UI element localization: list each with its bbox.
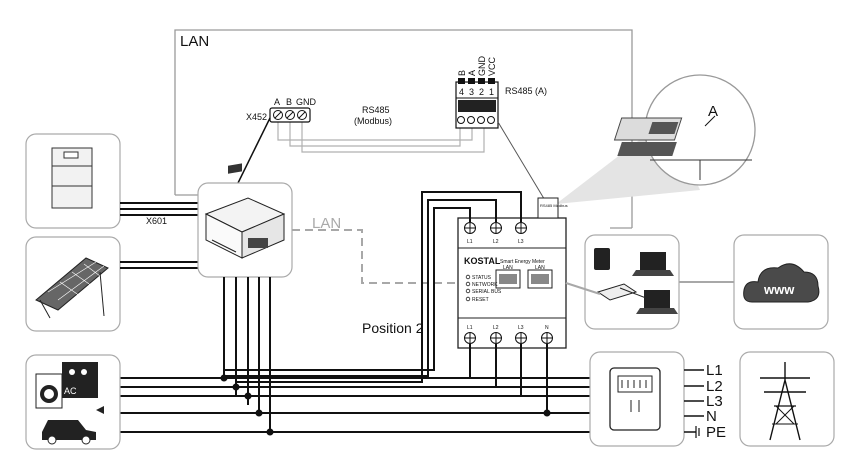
meter-top-wires bbox=[224, 191, 522, 383]
inverter-ac-lines bbox=[223, 277, 271, 432]
grid-line-stubs bbox=[684, 369, 704, 438]
meter-brand: KOSTAL bbox=[464, 256, 501, 266]
x452-terminal bbox=[269, 107, 311, 123]
term-num-4: 4 bbox=[459, 87, 464, 97]
lan-dashed-label: LAN bbox=[312, 215, 341, 232]
meter-led-status: STATUS bbox=[472, 275, 492, 281]
rs485-cable-sublabel: (Modbus) bbox=[354, 116, 392, 126]
meter-reset: RESET bbox=[472, 297, 489, 303]
smart-energy-meter bbox=[457, 217, 567, 349]
grid-label-l3: L3 bbox=[706, 393, 723, 410]
cloud-box bbox=[733, 234, 829, 330]
meter-port-lan-2: LAN bbox=[535, 265, 545, 271]
meter-bottom-n: N bbox=[545, 325, 549, 331]
x601-label: X601 bbox=[146, 216, 167, 226]
rs485-module bbox=[537, 197, 559, 219]
term-signal-gnd: GND bbox=[477, 56, 487, 77]
lan-label: LAN bbox=[180, 33, 209, 50]
bus-lines bbox=[120, 377, 590, 433]
x452-inverter-link bbox=[237, 117, 271, 184]
www-label: www bbox=[763, 282, 795, 297]
meter-led-serial: SERIAL BUS bbox=[472, 289, 502, 295]
callout-zoom bbox=[556, 74, 756, 204]
x452-pin-a: A bbox=[274, 97, 280, 107]
x452-pin-gnd: GND bbox=[296, 97, 317, 107]
meter-bottom-l2: L2 bbox=[493, 325, 499, 331]
meter-top-l1: L1 bbox=[467, 239, 473, 245]
term-num-2: 2 bbox=[479, 87, 484, 97]
solar-panel-box bbox=[25, 236, 121, 332]
meter-top-l3: L3 bbox=[518, 239, 524, 245]
x452-label: X452 bbox=[246, 112, 267, 122]
grid-label-n: N bbox=[706, 408, 717, 425]
term-signal-vcc: VCC bbox=[487, 56, 497, 76]
bus-junctions bbox=[220, 374, 551, 436]
grid-meter-box bbox=[589, 351, 685, 447]
meter-led-network: NETWORK bbox=[472, 282, 498, 288]
rs485-cable bbox=[277, 122, 485, 153]
battery-box bbox=[25, 133, 121, 229]
term-num-3: 3 bbox=[469, 87, 474, 97]
rs485-module-label: RS485 Modbus bbox=[540, 203, 568, 208]
meter-top-l2: L2 bbox=[493, 239, 499, 245]
meter-bottom-l1: L1 bbox=[467, 325, 473, 331]
meter-port-lan-1: LAN bbox=[503, 265, 513, 271]
x452-pin-b: B bbox=[286, 97, 292, 107]
network-devices-box bbox=[565, 234, 680, 330]
rs485-a-label: RS485 (A) bbox=[505, 86, 547, 96]
grid-label-l1: L1 bbox=[706, 362, 723, 379]
pylon-box bbox=[739, 351, 835, 447]
consumers-box bbox=[25, 354, 121, 450]
lan-dashed-line bbox=[292, 229, 458, 284]
callout-label: A bbox=[708, 103, 718, 120]
rs485-cable-label: RS485 bbox=[362, 105, 390, 115]
meter-name: Smart Energy Meter bbox=[500, 259, 545, 265]
inverter-box bbox=[197, 163, 293, 278]
rs485-link-line bbox=[497, 121, 547, 203]
position-label: Position 2 bbox=[362, 320, 424, 336]
dc-lines bbox=[120, 202, 198, 269]
consumer-ac-label: AC bbox=[64, 386, 77, 396]
term-signal-b: B bbox=[457, 70, 467, 76]
term-signal-a: A bbox=[467, 70, 477, 76]
grid-label-l2: L2 bbox=[706, 378, 723, 395]
rs485-terminal-block bbox=[455, 78, 499, 129]
meter-bottom-l3: L3 bbox=[518, 325, 524, 331]
term-num-1: 1 bbox=[489, 87, 494, 97]
grid-label-pe: PE bbox=[706, 424, 726, 441]
